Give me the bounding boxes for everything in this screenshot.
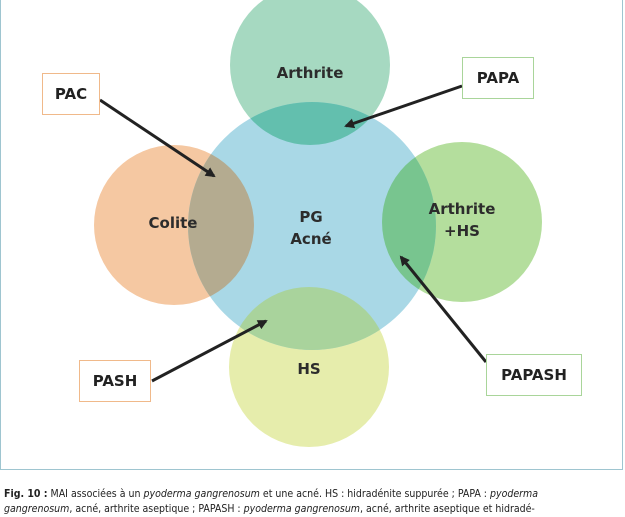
arrow-pac [99, 98, 216, 178]
arrow-pash [151, 319, 268, 383]
caption-term-3: gangrenosum [4, 503, 70, 515]
figure-caption: Fig. 10 : MAI associées à un pyoderma ga… [4, 487, 622, 517]
arrow-papa [344, 84, 463, 129]
caption-text-4: , acné, arthrite aseptique et hidradé- [360, 503, 535, 515]
caption-term-1: pyoderma gangrenosum [143, 488, 260, 500]
caption-text-3: , acné, arthrite aseptique ; PAPASH : [69, 503, 244, 515]
papash-box: PAPASH [486, 354, 582, 396]
hs-label: HS [297, 360, 320, 378]
diagram-frame [0, 0, 623, 470]
pg-label: PG [299, 208, 322, 226]
caption-term-2: pyoderma [490, 488, 539, 500]
pash-box: PASH [79, 360, 151, 402]
caption-term-4: pyoderma gangrenosum [243, 503, 361, 515]
arthrite-hs-label-line1: Arthrite [429, 200, 496, 218]
overlap-arthrite-hs [382, 142, 436, 302]
acne-label: Acné [290, 230, 331, 248]
venn-diagram: Arthrite Colite PG Acné Arthrite +HS HS [94, 0, 542, 447]
caption-line-2: gangrenosum, acné, arthrite aseptique ; … [4, 502, 622, 517]
arrow-papash [399, 255, 488, 363]
arthrite-label: Arthrite [277, 64, 344, 82]
caption-line-1: Fig. 10 : MAI associées à un pyoderma ga… [4, 487, 622, 502]
caption-text-2: et une acné. HS : hidradénite suppurée ;… [259, 488, 490, 500]
overlap-colite [188, 145, 254, 305]
arthrite-hs-label-line2: +HS [444, 222, 480, 240]
caption-text-1: MAI associées à un [47, 488, 144, 500]
colite-label: Colite [149, 214, 198, 232]
papa-box: PAPA [462, 57, 534, 99]
overlap-hs [229, 287, 389, 350]
caption-label: Fig. 10 : [4, 488, 48, 500]
pac-box: PAC [42, 73, 100, 115]
pg-acne-circle [188, 102, 436, 350]
